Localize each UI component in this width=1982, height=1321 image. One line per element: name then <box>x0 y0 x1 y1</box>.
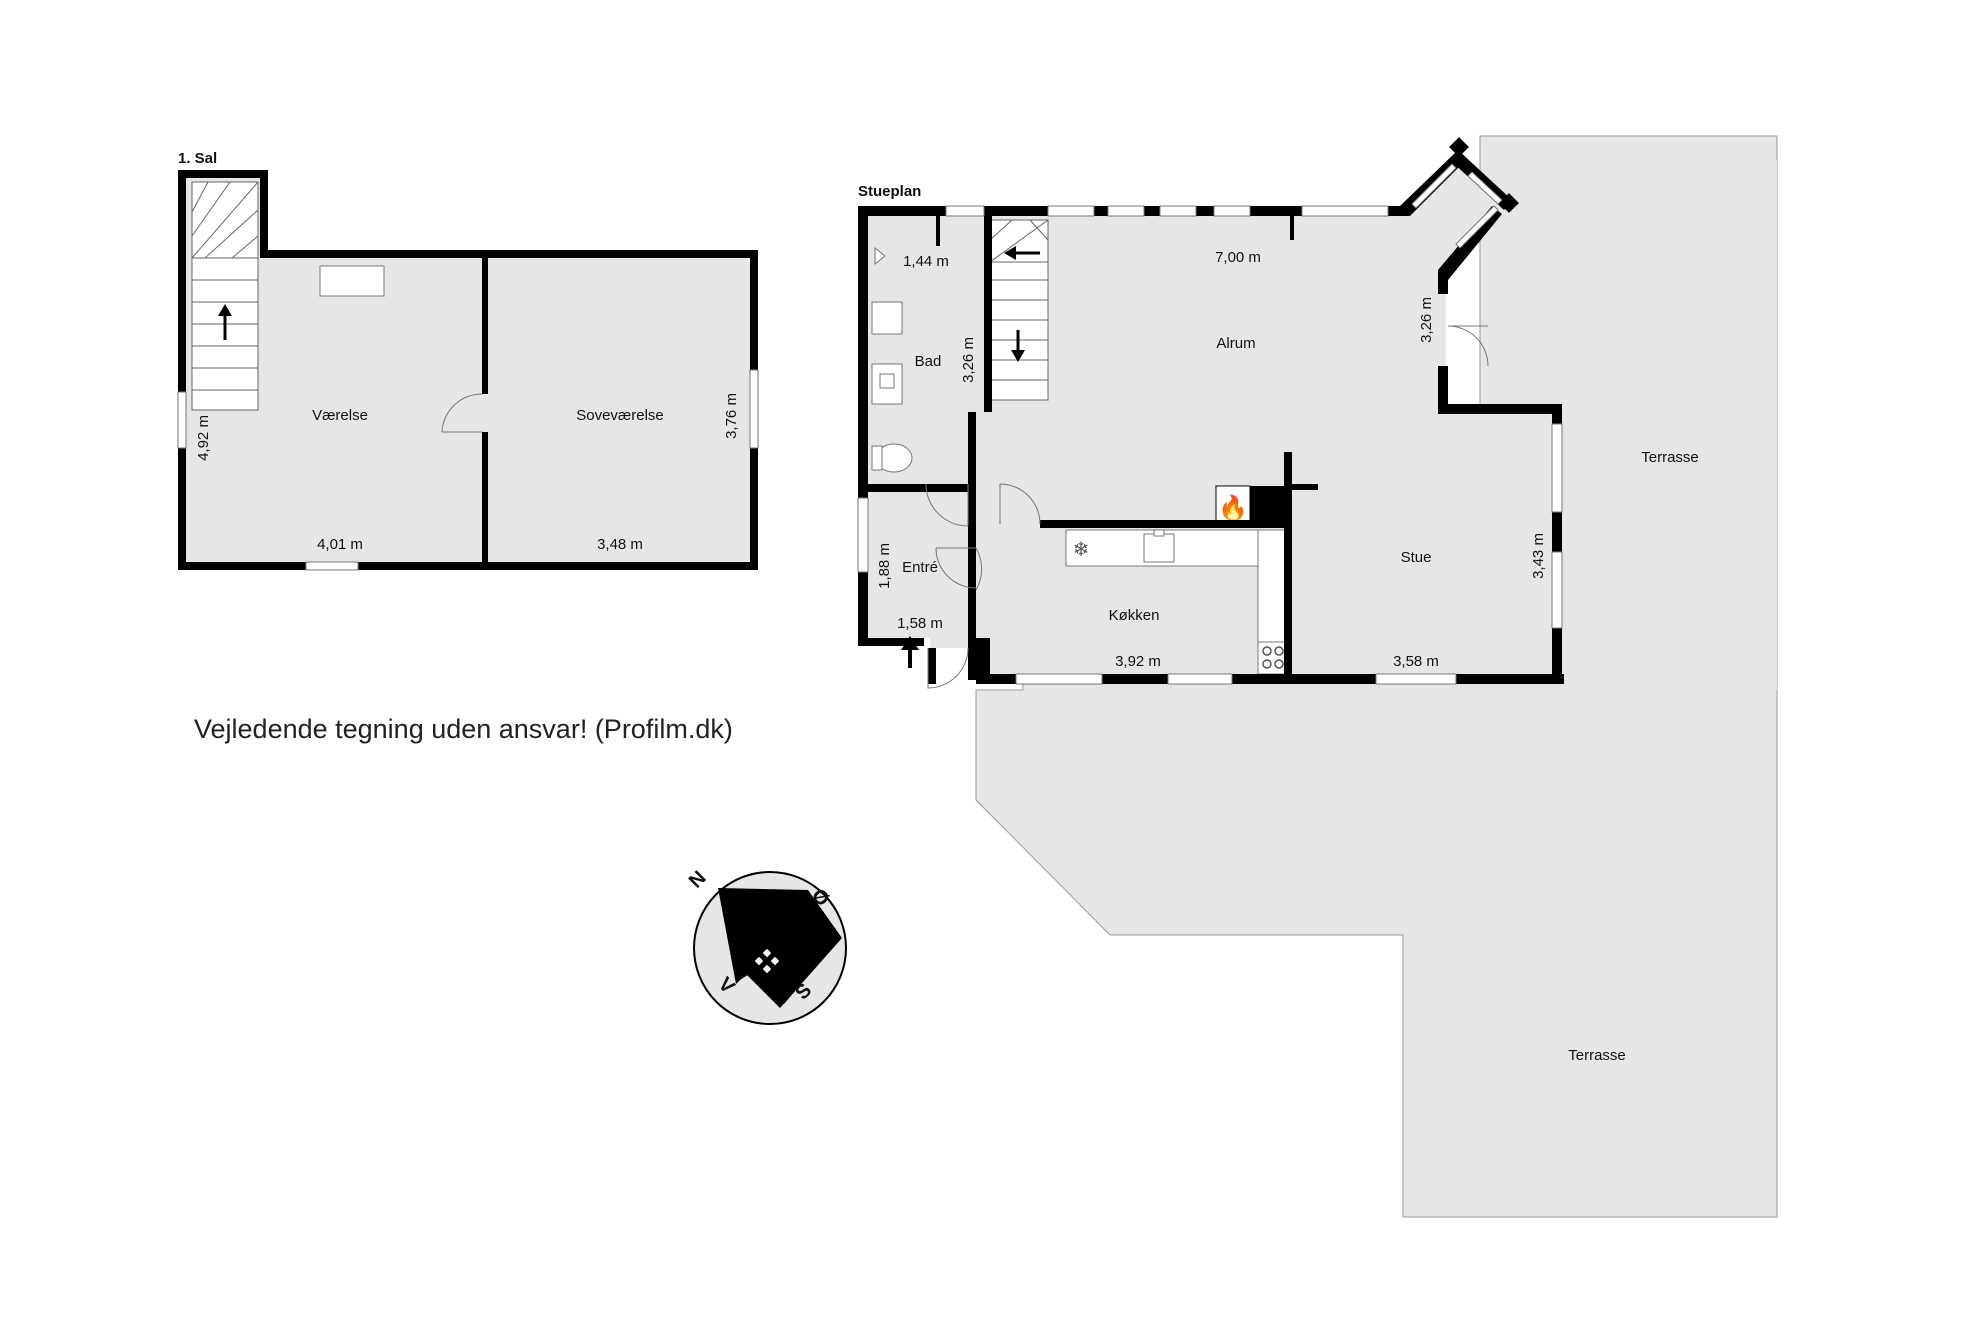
fire-icon: 🔥 <box>1218 494 1248 522</box>
terrace-upper-join <box>1560 160 1777 690</box>
ground-floor-title: Stueplan <box>858 183 921 200</box>
upper-windows <box>177 369 759 571</box>
compass-window-icon <box>754 948 780 974</box>
room-label-kokken: Køkken <box>1109 607 1160 624</box>
dimension-3-43: 3,43 m <box>1530 533 1547 579</box>
dimension-1-44: 1,44 m <box>903 253 949 270</box>
room-label-entre: Entré <box>902 559 938 576</box>
room-label-stue: Stue <box>1401 549 1432 566</box>
dimension-7-00: 7,00 m <box>1215 249 1261 266</box>
dimension-1-58: 1,58 m <box>897 615 943 632</box>
dimension-4-01: 4,01 m <box>317 536 363 553</box>
ground-windows <box>857 163 1563 685</box>
dimension-3-58: 3,58 m <box>1393 653 1439 670</box>
room-label-vaerelse: Værelse <box>312 407 368 424</box>
ground-stair-arrowhead-a <box>1004 246 1016 260</box>
compass-arrow-icon <box>718 888 842 1008</box>
upper-floor-plan: 1. Sal Værelse Soveværelse 4,01 m 3,48 m… <box>177 150 759 571</box>
dimension-3-76: 3,76 m <box>723 393 740 439</box>
room-label-sovevaerelse: Soveværelse <box>576 407 664 424</box>
dimension-3-26-alrum: 3,26 m <box>1418 297 1435 343</box>
upper-stair-arrowhead <box>218 304 232 316</box>
dimension-3-26-bad: 3,26 m <box>960 337 977 383</box>
entrance-arrowhead <box>901 636 919 650</box>
ground-doors <box>925 325 1489 689</box>
stove-icon <box>1262 646 1284 669</box>
dimension-4-92: 4,92 m <box>195 415 212 461</box>
upper-door-swing <box>441 393 483 433</box>
ground-stairs <box>989 219 1049 401</box>
dimension-1-88: 1,88 m <box>876 543 893 589</box>
room-label-terrasse-lower: Terrasse <box>1568 1047 1626 1064</box>
upper-floor-title: 1. Sal <box>178 150 217 167</box>
ground-floor-plan: ❄ 🔥 <box>857 137 1699 1064</box>
dimension-3-48: 3,48 m <box>597 536 643 553</box>
compass: N Ø S V <box>685 867 847 1025</box>
dimension-3-92: 3,92 m <box>1115 653 1161 670</box>
compass-north: N <box>685 867 711 893</box>
ground-stair-arrowhead-b <box>1011 350 1025 362</box>
room-label-bad: Bad <box>915 353 942 370</box>
room-label-alrum: Alrum <box>1216 335 1255 352</box>
disclaimer-text: Vejledende tegning uden ansvar! (Profilm… <box>194 714 733 744</box>
snowflake-icon: ❄ <box>1073 539 1090 561</box>
room-label-terrasse-upper: Terrasse <box>1641 449 1699 466</box>
upper-floor-fill-main <box>184 258 754 566</box>
upper-cabinet <box>319 265 385 297</box>
bathroom-fixtures <box>871 246 913 473</box>
upper-stairs <box>191 181 259 411</box>
